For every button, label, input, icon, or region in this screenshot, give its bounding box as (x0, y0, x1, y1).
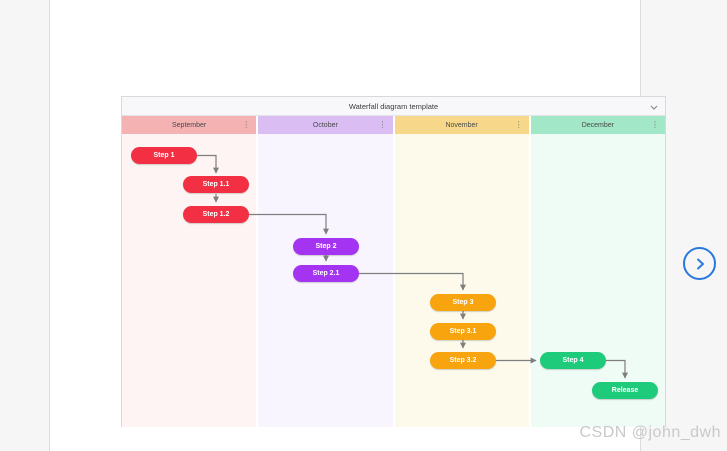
column-header: December ⋮ (530, 116, 665, 134)
node-step-3-1[interactable]: Step 3.1 (430, 323, 496, 340)
kebab-menu-icon[interactable]: ⋮ (242, 120, 251, 129)
node-step-1-2[interactable]: Step 1.2 (183, 206, 249, 223)
column-body (530, 134, 665, 427)
column-december: December ⋮ (530, 116, 665, 427)
node-step-3[interactable]: Step 3 (430, 294, 496, 311)
column-body (394, 134, 529, 427)
watermark: CSDN @john_dwh (579, 424, 721, 441)
kebab-menu-icon[interactable]: ⋮ (514, 120, 523, 129)
column-november: November ⋮ (394, 116, 529, 427)
node-step-1[interactable]: Step 1 (131, 147, 197, 164)
waterfall-template-card: Waterfall diagram template September ⋮ O… (121, 96, 666, 427)
columns-row: September ⋮ October ⋮ November ⋮ (122, 116, 665, 427)
card-titlebar: Waterfall diagram template (122, 97, 665, 116)
node-step-3-2[interactable]: Step 3.2 (430, 352, 496, 369)
chevron-right-icon (695, 258, 705, 270)
column-header: September ⋮ (122, 116, 257, 134)
column-header-label: December (581, 121, 615, 129)
card-title: Waterfall diagram template (348, 101, 439, 111)
content-panel: Waterfall diagram template September ⋮ O… (49, 0, 666, 451)
column-header-label: November (445, 121, 478, 129)
carousel-next-button[interactable] (683, 247, 716, 280)
node-step-1-1[interactable]: Step 1.1 (183, 176, 249, 193)
kebab-menu-icon[interactable]: ⋮ (378, 120, 387, 129)
column-header: November ⋮ (394, 116, 529, 134)
node-step-2[interactable]: Step 2 (293, 238, 359, 255)
node-step-4[interactable]: Step 4 (540, 352, 606, 369)
node-step-2-1[interactable]: Step 2.1 (293, 265, 359, 282)
node-release[interactable]: Release (592, 382, 658, 399)
column-header-label: September (172, 121, 207, 129)
chevron-down-icon[interactable] (649, 102, 659, 112)
kebab-menu-icon[interactable]: ⋮ (651, 120, 659, 129)
column-header: October ⋮ (258, 116, 393, 134)
column-header-label: October (312, 121, 338, 129)
